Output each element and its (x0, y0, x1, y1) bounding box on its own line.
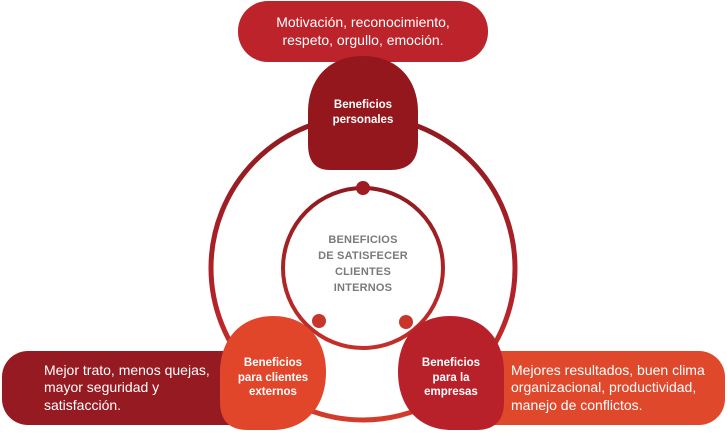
external-description-panel (2, 351, 280, 425)
companies-title: Beneficios para la empresas (421, 356, 481, 399)
companies-bubble (398, 316, 504, 430)
personal-bubble (308, 56, 418, 170)
personal-title: Beneficios personales (332, 99, 394, 126)
connector-dot-left (312, 314, 326, 328)
connector-dot-top (356, 181, 370, 195)
center-label: BENEFICIOS DE SATISFECER CLIENTES INTERN… (318, 234, 408, 294)
personal-description: Motivación, reconocimiento, respeto, org… (276, 14, 450, 48)
companies-description-panel (440, 351, 725, 425)
companies-description: Mejores resultados, buen clima organizac… (511, 361, 705, 413)
external-bubble (220, 316, 326, 430)
external-title: Beneficios para clientes externos (237, 356, 309, 399)
personal-description-panel (238, 1, 488, 62)
connector-dot-right (399, 315, 413, 329)
external-description: Mejor trato, menos quejas, mayor segurid… (44, 361, 210, 413)
